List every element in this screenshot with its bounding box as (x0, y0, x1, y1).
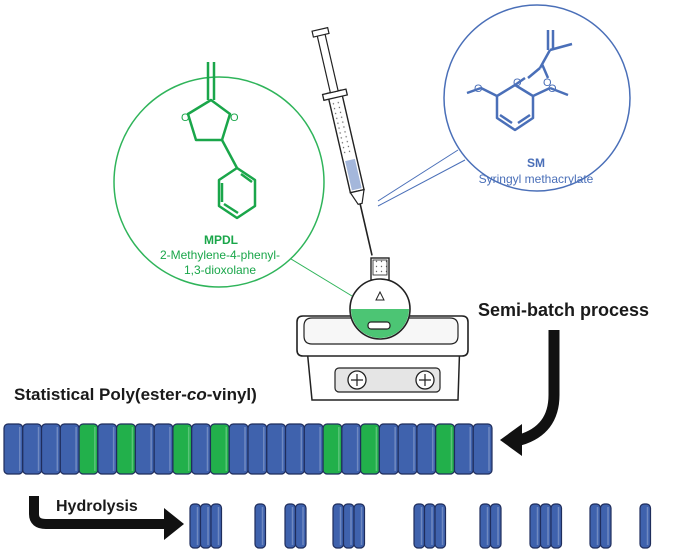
vinyl-segment (416, 423, 437, 475)
mpdl-magnifier-icon: O O (113, 62, 325, 288)
sm-structure-icon (466, 30, 573, 132)
vinyl-segment (247, 423, 268, 475)
ester-segment (172, 423, 193, 475)
polymer-label-prefix: Statistical Poly(ester- (14, 385, 187, 404)
sm-abbreviation: SM (527, 156, 545, 170)
vinyl-segment (97, 423, 118, 475)
vinyl-segment (266, 423, 287, 475)
hydrolysis-label: Hydrolysis (56, 498, 138, 515)
process-arrow-icon (512, 330, 560, 446)
fragment-segment (254, 503, 267, 549)
vinyl-segment (341, 423, 362, 475)
ester-segment (360, 423, 380, 475)
ester-segment (209, 423, 230, 475)
sm-magnifier-icon: O O O O (443, 4, 631, 192)
fragment-segment (342, 503, 355, 549)
fragment-segment (189, 503, 202, 549)
sm-connector-line-b (377, 159, 466, 207)
mpdl-abbreviation: MPDL (204, 233, 238, 247)
polymer-label-suffix: -vinyl) (206, 385, 257, 404)
ester-segment (78, 423, 99, 475)
fragment-segment (529, 503, 542, 549)
fragment-segment (639, 503, 652, 549)
sm-connector-line-a (377, 149, 459, 202)
fragment-segment (550, 503, 563, 549)
fragment-segment (599, 503, 612, 549)
polymer-chain (3, 423, 493, 475)
vinyl-segment (22, 423, 43, 475)
flask-icon (349, 257, 411, 340)
hydrolysis-arrow-head-icon (164, 508, 184, 540)
fragment-segment (539, 503, 552, 549)
process-arrow-head-icon (500, 424, 522, 456)
vinyl-segment (3, 423, 24, 475)
fragment-segment (413, 503, 426, 549)
vinyl-segment (134, 423, 155, 475)
vinyl-segment (284, 423, 305, 475)
oxygen-label-right: O (230, 112, 239, 124)
vinyl-segment (472, 423, 493, 475)
fragment-segment (294, 503, 307, 549)
syringe-icon (311, 26, 373, 256)
fragment-segment (423, 503, 436, 549)
oxygen-label-left: O (181, 112, 190, 124)
polymer-label-italic: co (186, 385, 207, 404)
sm-methoxy-o-left: O (474, 83, 483, 95)
fragment-segment (353, 503, 366, 549)
sm-methoxy-o-right: O (548, 83, 557, 95)
sm-full-name: Syringyl methacrylate (478, 172, 594, 186)
vinyl-segment (59, 423, 80, 475)
fragment-segment (489, 503, 502, 549)
fragment-segment (332, 503, 345, 549)
hydrolysis-fragments (189, 503, 652, 549)
mpdl-full-name: 2-Methylene-4-phenyl- 1,3-dioxolane (159, 248, 281, 277)
sm-carbonyl-o-label: O (543, 77, 552, 89)
vinyl-segment (453, 423, 474, 475)
vinyl-segment (303, 423, 324, 475)
fragment-segment (589, 503, 602, 549)
ester-segment (116, 423, 136, 475)
vinyl-segment (397, 423, 418, 475)
vinyl-segment (228, 423, 249, 475)
fragment-segment (284, 503, 297, 549)
vinyl-segment (40, 423, 61, 475)
vinyl-segment (191, 423, 212, 475)
ester-segment (322, 423, 343, 475)
fragment-segment (434, 503, 447, 549)
fragment-segment (479, 503, 492, 549)
sm-ester-o-label: O (513, 77, 522, 89)
mpdl-structure-icon (186, 62, 257, 220)
fragment-segment (199, 503, 212, 549)
ester-segment (435, 423, 456, 475)
vinyl-segment (378, 423, 399, 475)
polymer-label: Statistical Poly(ester-co-vinyl) (14, 385, 257, 405)
hydrolysis-arrow-icon (29, 496, 168, 529)
vinyl-segment (153, 423, 174, 475)
process-label: Semi-batch process (478, 300, 650, 320)
fragment-segment (210, 503, 223, 549)
